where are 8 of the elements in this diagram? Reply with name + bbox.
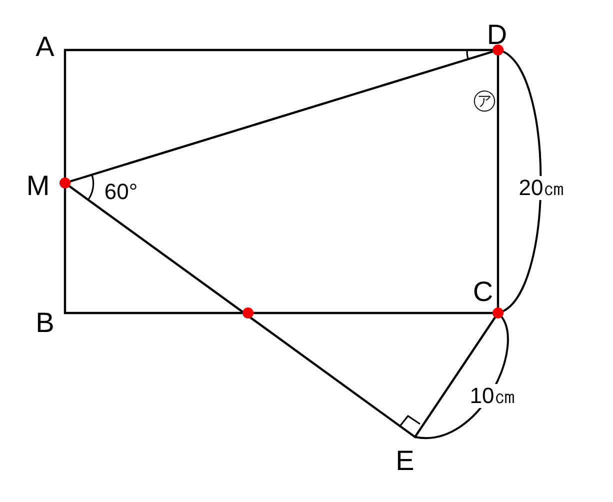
point-label: E (396, 447, 414, 475)
point-label: C (472, 278, 494, 306)
angle-label: ㋐ (472, 89, 498, 113)
point-label: B (36, 309, 54, 337)
point-label: D (486, 21, 508, 49)
point-label: M (26, 172, 50, 200)
point-label: A (36, 33, 54, 61)
angle-label: 60° (104, 181, 138, 203)
